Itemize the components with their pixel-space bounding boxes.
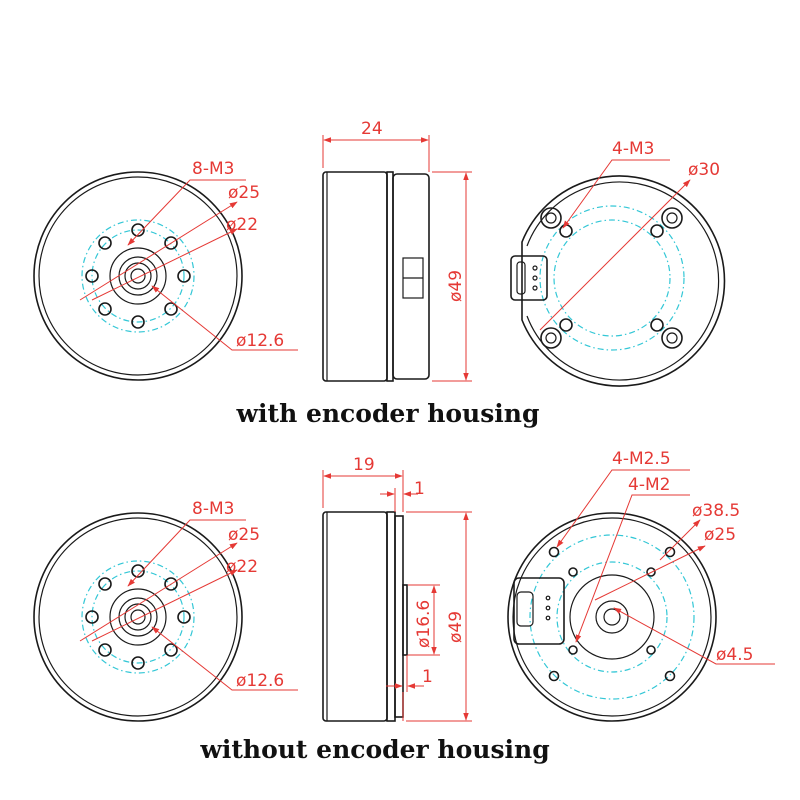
width-label: 19	[353, 455, 375, 475]
bolt-spec-label: 8-M3	[192, 159, 234, 179]
front-view-bottom: 8-M3 ø25 ø22 ø12.6	[33, 499, 298, 722]
front-view-top: 8-M3 ø25 ø22 ø12.6	[33, 159, 298, 381]
outer-pcd-label: ø25	[228, 183, 260, 203]
bolt-holes	[85, 223, 191, 329]
step-bottom-label: 1	[422, 667, 433, 687]
width-label: 24	[361, 119, 383, 139]
rear-dimensions: 4-M2.5 4-M2 ø38.5 ø25 ø4.5	[556, 449, 775, 665]
outer-pcd-label: ø25	[228, 525, 260, 545]
inner-pcd-label: ø22	[226, 557, 258, 577]
pin-dots	[532, 265, 538, 291]
rear-holes-a-label: 4-M2.5	[612, 449, 671, 469]
side-dimensions: 24 ø49	[322, 119, 472, 382]
side-dimensions: 19 1 1 ø16.6 ø49	[322, 455, 472, 722]
hub-diameter-label: ø12.6	[236, 331, 284, 351]
step-top-label: 1	[414, 479, 425, 499]
pin-dots	[545, 595, 551, 621]
rear-view-top: 4-M3 ø30	[510, 139, 726, 387]
rear-inner-pcd-label: ø25	[704, 525, 736, 545]
rear-holes-b-label: 4-M2	[628, 475, 670, 495]
rear-bore-label: ø4.5	[716, 645, 753, 665]
mount-holes	[548, 546, 676, 682]
side-view-top: 24 ø49	[322, 119, 472, 382]
rear-view-bottom: 4-M2.5 4-M2 ø38.5 ø25 ø4.5	[507, 449, 775, 722]
height-label: ø49	[446, 611, 466, 643]
front-dimensions: 8-M3 ø25 ø22 ø12.6	[79, 499, 298, 691]
inner-pcd-label: ø22	[226, 215, 258, 235]
caption-top: with encoder housing	[236, 399, 540, 428]
mount-holes	[540, 207, 683, 349]
rear-holes-label: 4-M3	[612, 139, 654, 159]
front-dimensions: 8-M3 ø25 ø22 ø12.6	[79, 159, 298, 351]
side-view-bottom: 19 1 1 ø16.6 ø49	[322, 455, 472, 722]
height-label: ø49	[446, 270, 466, 302]
shaft-diameter-label: ø16.6	[414, 600, 434, 648]
bolt-spec-label: 8-M3	[192, 499, 234, 519]
rear-dimensions: 4-M3 ø30	[539, 139, 720, 331]
rear-pcd-label: ø30	[688, 160, 720, 180]
hub-diameter-label: ø12.6	[236, 671, 284, 691]
bolt-holes	[85, 564, 191, 670]
caption-bottom: without encoder housing	[199, 735, 549, 764]
rear-outer-pcd-label: ø38.5	[692, 501, 740, 521]
